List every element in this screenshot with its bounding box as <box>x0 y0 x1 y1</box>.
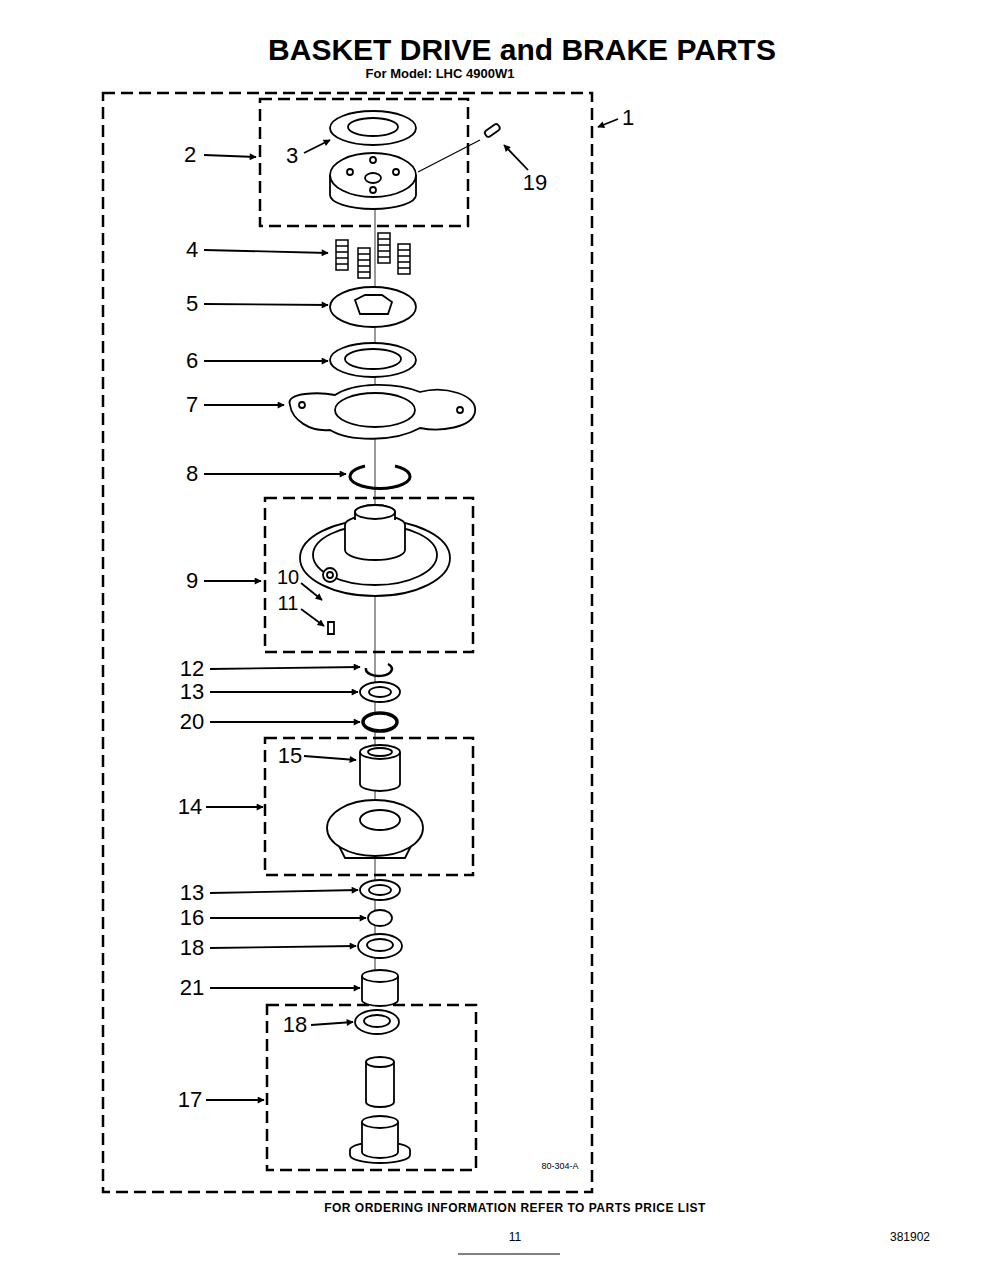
callout-number: 6 <box>186 350 198 372</box>
callout-number: 17 <box>178 1089 202 1111</box>
ordering-note: FOR ORDERING INFORMATION REFER TO PARTS … <box>324 1202 706 1214</box>
rule <box>458 1254 560 1255</box>
callout-number: 11 <box>278 593 299 613</box>
callout-number: 4 <box>186 239 198 261</box>
document-number: 381902 <box>890 1231 930 1243</box>
callout-number: 8 <box>186 463 198 485</box>
callout-number: 15 <box>278 745 302 767</box>
callout-number: 20 <box>180 711 204 733</box>
callout-number: 3 <box>286 145 298 167</box>
callout-number: 18 <box>283 1014 307 1036</box>
callout-number: 2 <box>184 144 196 166</box>
page-number: 11 <box>509 1231 521 1243</box>
callout-number: 13 <box>180 681 204 703</box>
callout-number: 13 <box>180 882 204 904</box>
diagram-title: BASKET DRIVE and BRAKE PARTS <box>268 35 776 65</box>
parts <box>290 111 501 1163</box>
callout-number: 5 <box>186 293 198 315</box>
group-outlines <box>103 93 592 1192</box>
callout-number: 12 <box>180 658 204 680</box>
model-subtitle: For Model: LHC 4900W1 <box>366 67 515 80</box>
callout-number: 18 <box>180 937 204 959</box>
callout-number: 21 <box>180 977 204 999</box>
callout-number: 14 <box>178 796 202 818</box>
leader-lines <box>204 119 618 1100</box>
callout-number: 10 <box>277 567 299 587</box>
callout-number: 9 <box>186 570 198 592</box>
callout-number: 19 <box>523 172 547 194</box>
callout-number: 16 <box>180 907 204 929</box>
drawing-code: 80-304-A <box>541 1162 578 1171</box>
callout-number: 7 <box>186 394 198 416</box>
callout-number: 1 <box>622 107 634 129</box>
